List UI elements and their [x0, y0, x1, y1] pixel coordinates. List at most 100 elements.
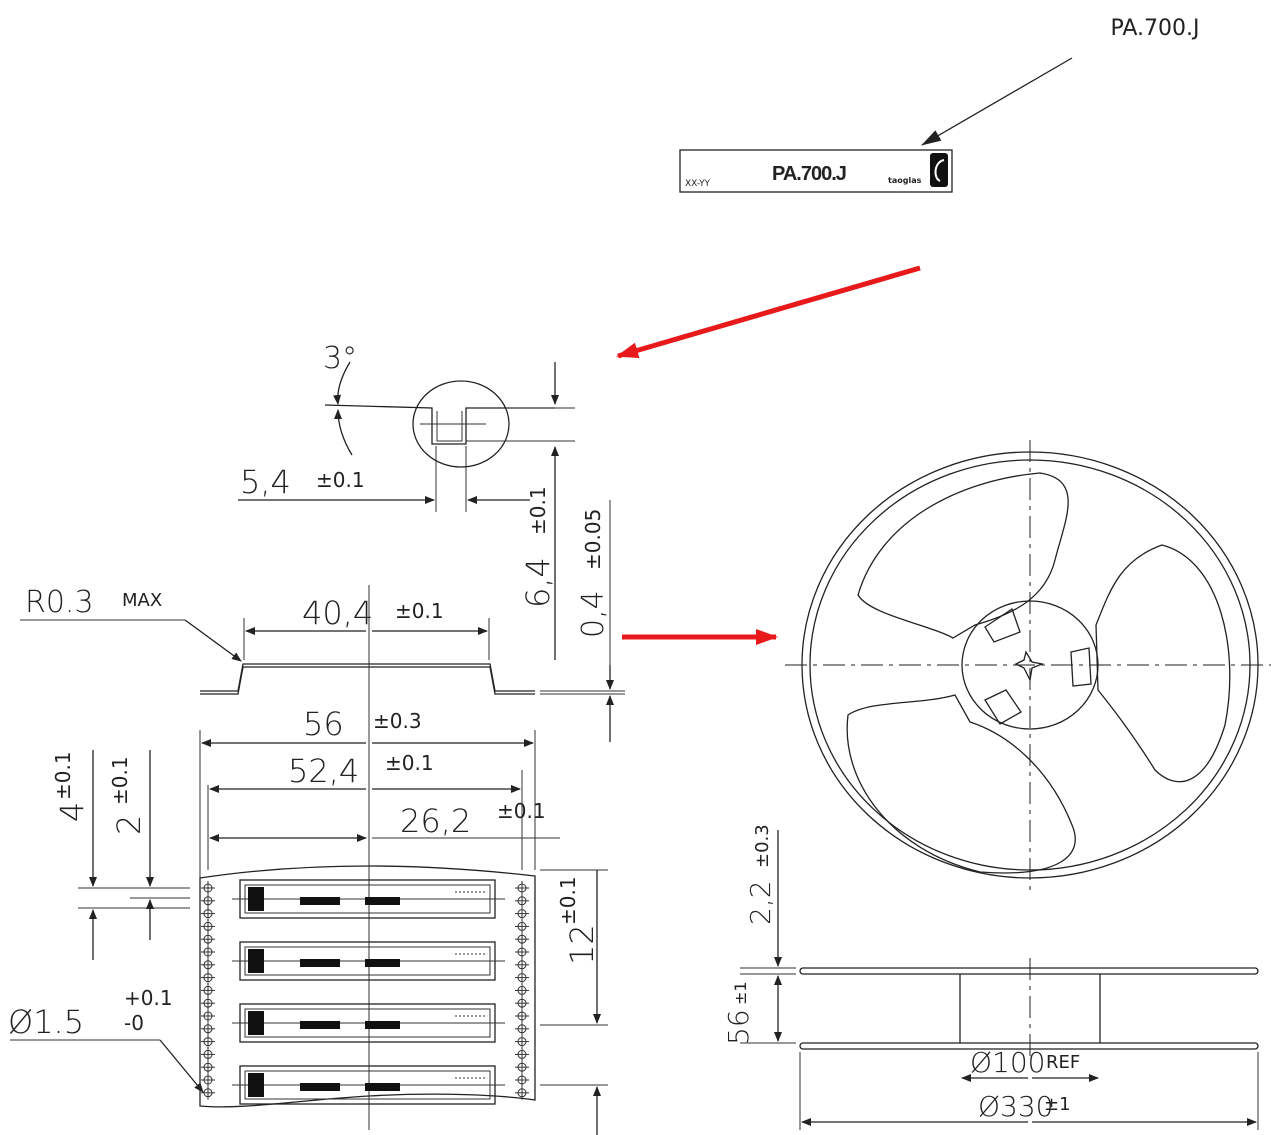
pocket-label-mark	[365, 959, 400, 967]
sprocket-hole	[201, 970, 215, 985]
profile-height: 6,4	[519, 557, 557, 608]
label-callout: PA.700.J	[921, 16, 1200, 146]
sprocket-hole	[515, 983, 529, 998]
brand-logo-mark	[934, 159, 945, 182]
sprocket-hole	[515, 1034, 529, 1049]
sprocket-hole	[515, 893, 529, 908]
sprocket-hole	[515, 957, 529, 972]
profile-width-tol: ±0.1	[395, 599, 444, 623]
tape-pitch-span: 52,4	[288, 752, 359, 790]
tape-half-span: 26,2	[400, 802, 471, 840]
reel-hub-width: 56	[722, 1009, 755, 1045]
tape-hole-dia-tol-plus: +0.1	[124, 986, 173, 1010]
sprocket-hole	[201, 1085, 215, 1100]
reel-front-view	[785, 440, 1271, 890]
sprocket-hole	[201, 945, 215, 959]
profile-radius-note: MAX	[122, 590, 162, 611]
sprocket-hole	[201, 1073, 215, 1087]
sprocket-hole	[515, 1073, 529, 1087]
tape-pocket	[232, 1065, 505, 1105]
hub-center-key	[1014, 650, 1045, 683]
sprocket-hole	[515, 881, 529, 895]
sprocket-hole	[201, 996, 215, 1011]
profile-width: 40,4	[302, 594, 373, 632]
sprocket-hole	[201, 1009, 215, 1023]
angle-arrow-lower	[334, 409, 353, 456]
profile-radius: R0.3	[25, 585, 94, 620]
reel-window-bottom	[846, 694, 1076, 874]
sprocket-hole	[201, 1060, 215, 1075]
dim-a-tol: ±0.1	[316, 468, 365, 492]
sprocket-hole	[201, 893, 215, 908]
pocket-label-mark	[300, 959, 340, 967]
tape-half-span-tol: ±0.1	[497, 799, 546, 823]
hub-slot-bottom	[984, 689, 1022, 725]
reel-flange-bottom	[799, 1042, 1259, 1050]
sprocket-hole	[515, 970, 529, 985]
sprocket-hole	[201, 983, 215, 998]
reel-hub-width-tol: ±1	[731, 981, 750, 1005]
tape-pockets	[232, 879, 505, 1105]
tape-hole-pitch-tol: ±0.1	[51, 751, 75, 800]
profile-height-tol: ±0.1	[526, 486, 550, 535]
pocket-label-mark	[300, 1021, 340, 1029]
red-arrow-to-detail	[616, 265, 921, 359]
detail-profile-inner	[436, 411, 463, 442]
tape-outline	[199, 865, 536, 1108]
label-date-code: XX-YY	[685, 179, 711, 189]
sprocket-hole	[201, 1021, 215, 1036]
callout-part-number: PA.700.J	[1111, 16, 1200, 41]
sprocket-hole	[515, 1085, 529, 1100]
profile-thickness: 0,4	[576, 590, 611, 638]
sprocket-hole	[201, 906, 215, 921]
hub-slot-top	[984, 607, 1021, 643]
reel-hub-dia-note: REF	[1046, 1052, 1080, 1073]
pocket-label-mark	[300, 1083, 340, 1091]
tape-pocket	[232, 879, 505, 919]
reel-hub-dia: Ø100	[970, 1046, 1045, 1079]
sprocket-hole	[515, 906, 529, 921]
pocket-label-mark	[365, 897, 400, 905]
reel-side-view: 2,2 ±0.3 56 ±1 Ø100 REF Ø330 ±1	[722, 824, 1259, 1130]
callout-leader-arrow	[921, 57, 1073, 146]
detail-view: 3° 5,4 ±0.1	[238, 341, 575, 512]
sprocket-hole	[201, 957, 215, 972]
label-brand: taoglas	[888, 176, 922, 185]
sprocket-hole	[515, 1021, 529, 1036]
sprocket-hole	[201, 919, 215, 934]
profile-outline-top	[200, 663, 535, 692]
pocket-logo-icon	[248, 1011, 264, 1035]
detail-circle	[412, 380, 510, 468]
pocket-label-mark	[300, 897, 340, 905]
detail-profile-top	[324, 404, 555, 445]
hole-dia-leader-arrow	[159, 1039, 204, 1093]
dim-a-value: 5,4	[240, 463, 291, 501]
reel-window-right	[1095, 544, 1231, 783]
profile-outline-bottom	[200, 666, 535, 695]
sprocket-hole	[201, 881, 215, 895]
profile-thickness-tol: ±0.05	[581, 509, 605, 570]
detail-angle: 3°	[323, 341, 357, 376]
pocket-logo-icon	[248, 887, 264, 911]
pocket-logo-icon	[248, 1073, 264, 1097]
angle-arrow-upper	[333, 361, 351, 405]
reel-outer-dia: Ø330	[978, 1090, 1053, 1123]
tape-pocket	[232, 941, 505, 981]
pocket-label-mark	[365, 1083, 400, 1091]
reel-flange-gap: 2,2	[744, 880, 777, 925]
tape-pitch-span-tol: ±0.1	[385, 751, 434, 775]
sprocket-hole	[515, 945, 529, 959]
sprocket-holes-left	[201, 881, 215, 1100]
sprocket-hole	[515, 996, 529, 1011]
radius-leader-arrow	[184, 619, 242, 662]
sprocket-hole	[201, 1034, 215, 1049]
reel-flange-top	[799, 967, 1259, 975]
label-part-number: PA.700.J	[772, 163, 846, 185]
reel-outer-dia-tol: ±1	[1044, 1094, 1071, 1115]
sprocket-hole	[201, 1047, 215, 1062]
tape-pocket-pitch: 12	[563, 924, 601, 965]
product-label: XX-YY PA.700.J taoglas	[679, 149, 953, 193]
tape-view: 56 ±0.3 52,4 ±0.1 26,2 ±0.1 4 ±0.1 2 ±0.…	[8, 705, 608, 1135]
tape-hole-pitch: 4	[53, 802, 91, 822]
